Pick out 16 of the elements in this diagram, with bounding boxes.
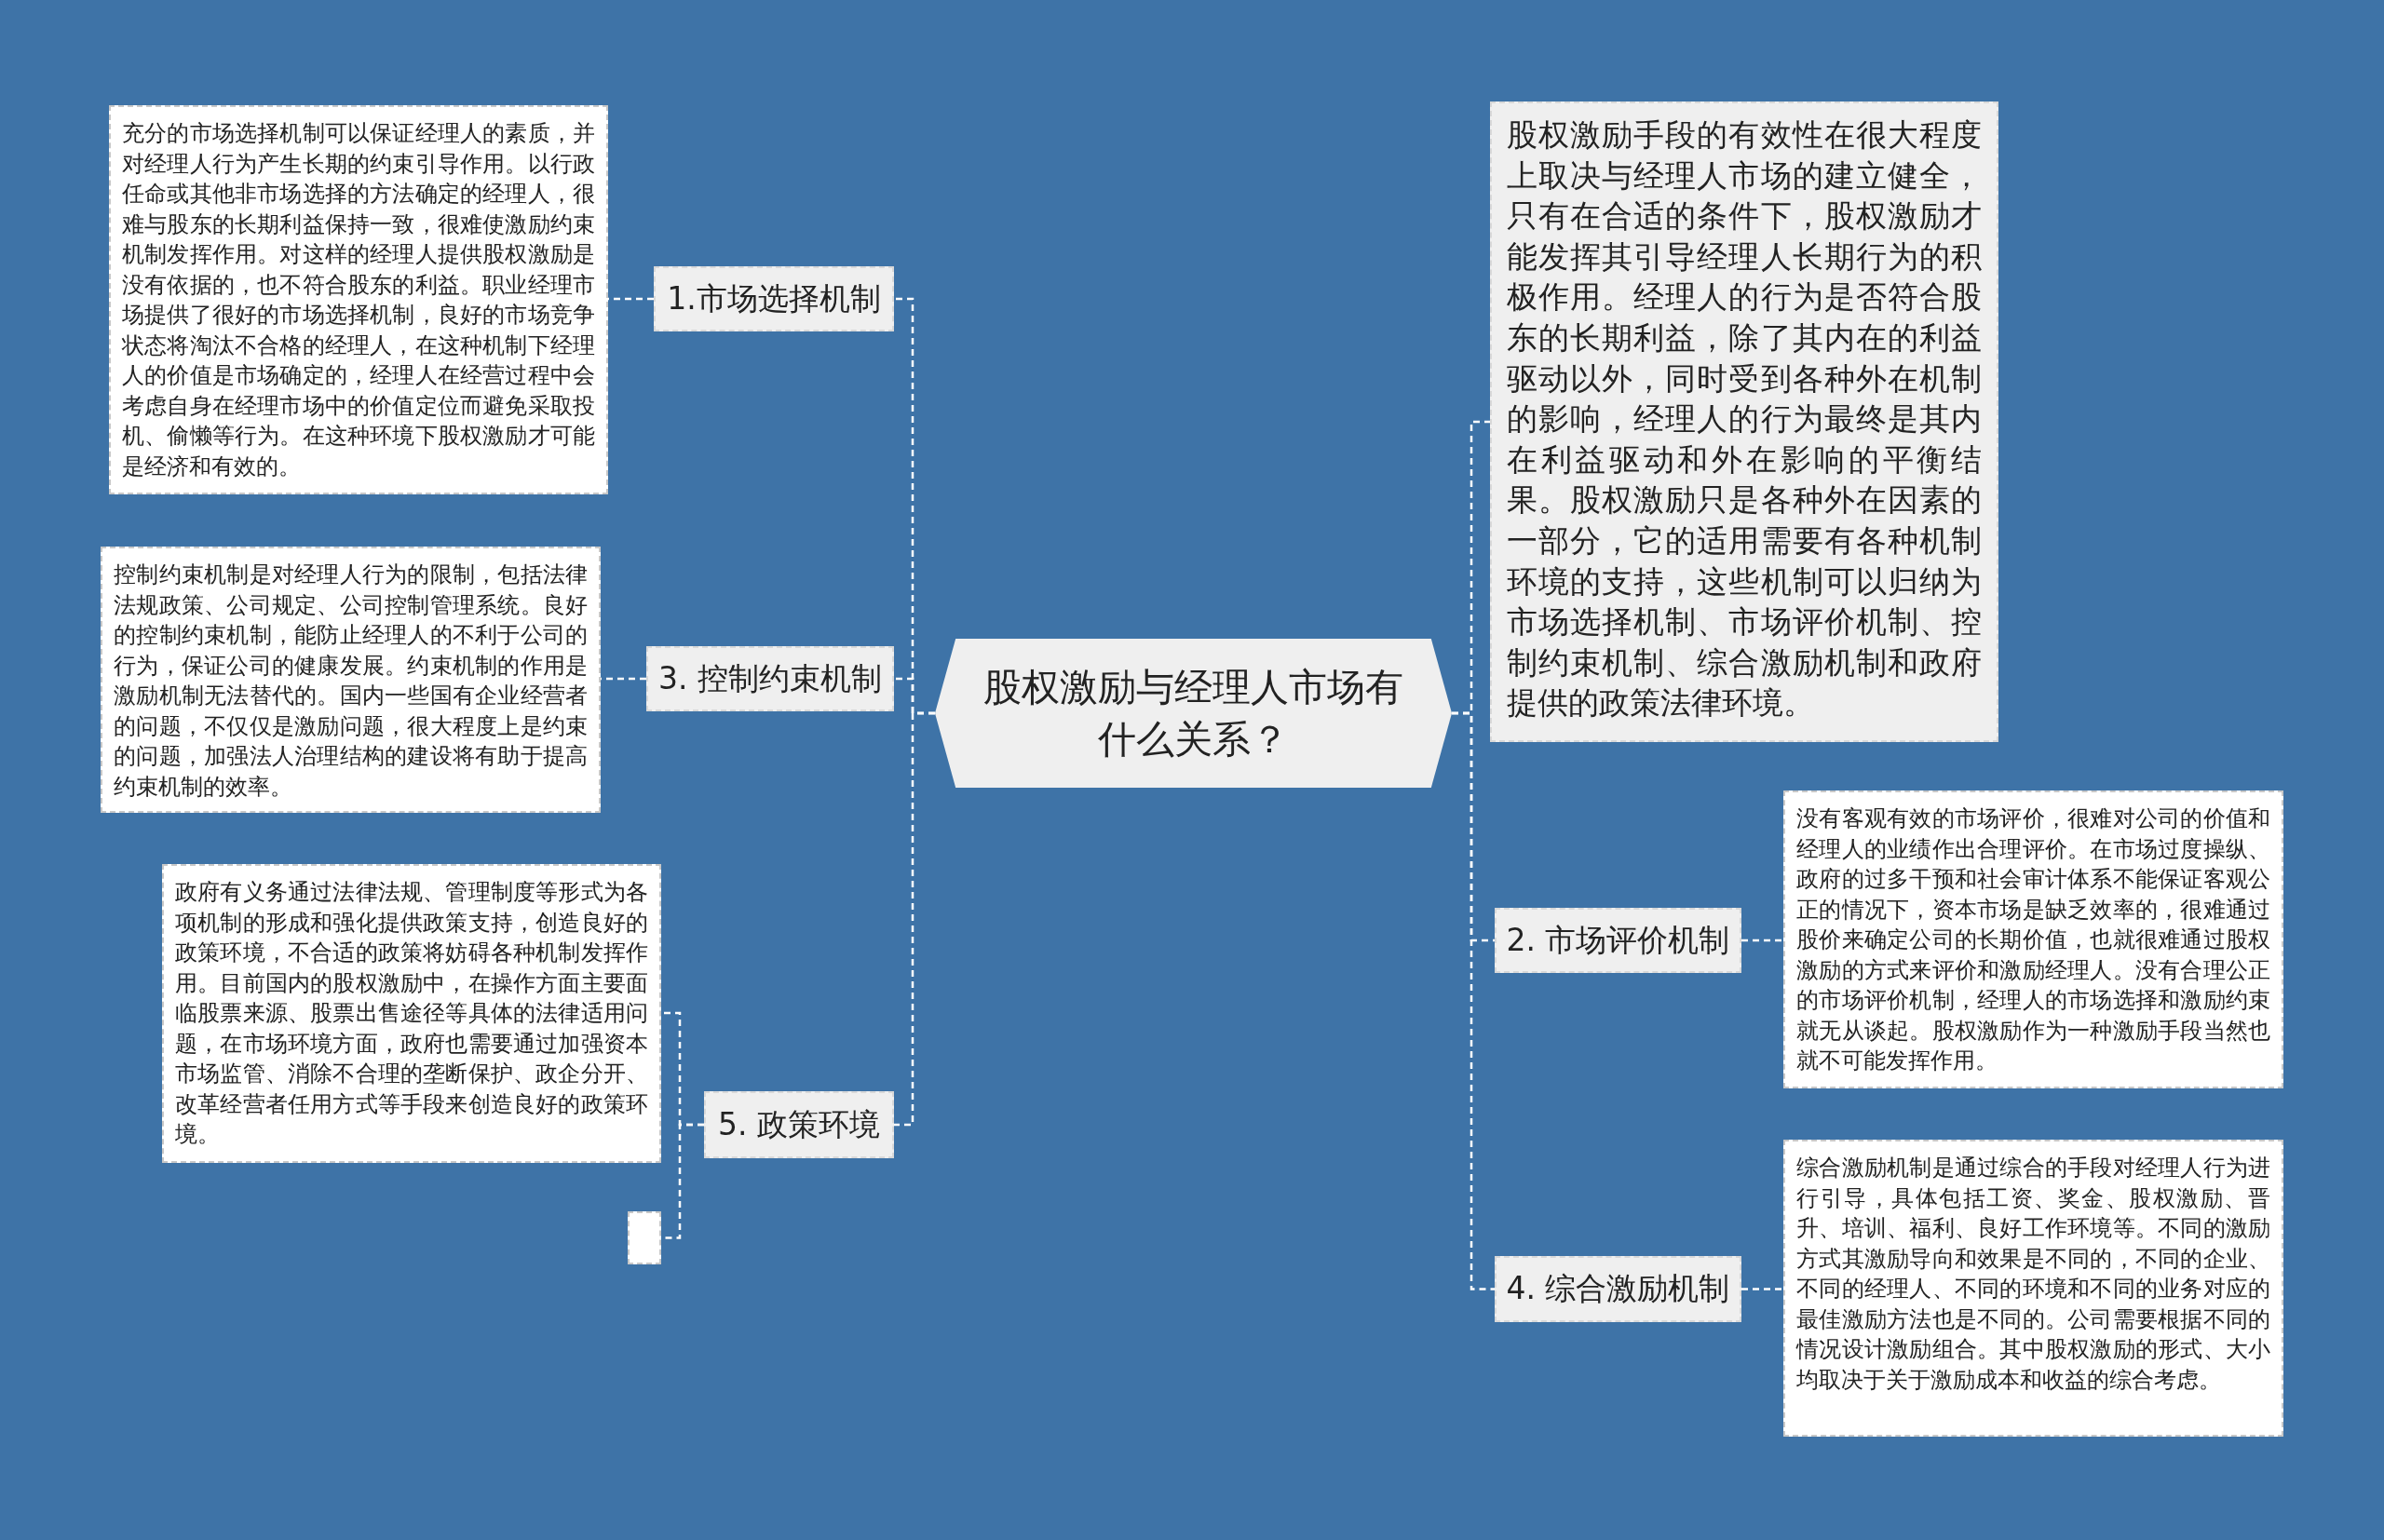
topic-box: 1.市场选择机制 [654,266,894,331]
connector-line [1741,939,1783,942]
topic-box: 3. 控制约束机制 [646,646,894,711]
topic-box: 5. 政策环境 [704,1091,894,1158]
connector-line [1741,1288,1783,1290]
topic-box: 4. 综合激励机制 [1495,1256,1741,1322]
connector-line [894,711,935,1127]
topic-box: 2. 市场评价机制 [1495,908,1741,973]
text-box: 政府有义务通过法律法规、管理制度等形式为各项机制的形成和强化提供政策支持，创造良好的政策环境，不合适的政策将妨碍各种机制发挥作用。目前国内的股权激励中，在操作方面主要面临股票来源、股票出售途径等具体的法律适用问题，在市场环境方面，政府也需要通过加强资本市场监管、消除不合理的垄断保护、政企分开、改革经营者任用方式等手段来创造良好的政策环境。 [162,864,661,1163]
text-box: 股权激励手段的有效性在很大程度上取决与经理人市场的建立健全，只有在合适的条件下，股权激励才能发挥其引导经理人长期行为的积极作用。经理人的行为是否符合股东的长期利益，除了其内在的利益驱动以外，同时受到各种外在机制的影响，经理人的行为最终是其内在利益驱动和外在影响的平衡结果。股权激励只是各种外在因素的一部分，它的适用需要有各种机制环境的支持，这些机制可以归纳为市场选择机制、市场评价机制、控制约束机制、综合激励机制和政府提供的政策法律环境。 [1490,101,1998,742]
text-box: 控制约束机制是对经理人行为的限制，包括法律法规政策、公司规定、公司控制管理系统。良好的控制约束机制，能防止经理人的不利于公司的行为，保证公司的健康发展。约束机制的作用是激励机制无法替代的。国内一些国有企业经营者的问题，不仅仅是激励问题，很大程度上是约束的问题，加强法人治理结构的建设将有助于提高约束机制的效率。 [101,547,601,813]
connector-line [1452,711,1495,1290]
text-box: 综合激励机制是通过综合的手段对经理人行为进行引导，具体包括工资、奖金、股权激励、晋升、培训、福利、良好工作环境等。不同的激励方式其激励导向和效果是不同的，不同的企业、不同的经理人、不同的环境和不同的业务对应的最佳激励方法也是不同的。公司需要根据不同的情况设计激励组合。其中股权激励的形式、大小均取决于关于激励成本和收益的综合考虑。 [1783,1140,2283,1437]
text-box: 没有客观有效的市场评价，很难对公司的价值和经理人的业绩作出合理评价。在市场过度操纵、政府的过多干预和社会审计体系不能保证客观公正的情况下，资本市场是缺乏效率的，很难通过股价来确定公司的长期价值，也就很难通过股权激励的方式来评价和激励经理人。没有合理公正的市场评价机制，经理人的市场选择和激励约束就无从谈起。股权激励作为一种激励手段当然也就不可能发挥作用。 [1783,790,2283,1088]
empty-box [628,1211,661,1264]
text-box: 充分的市场选择机制可以保证经理人的素质，并对经理人行为产生长期的约束引导作用。以行政任命或其他非市场选择的方法确定的经理人，很难与股东的长期利益保持一致，很难使激励约束机制发挥作用。对这样的经理人提供股权激励是没有依据的，也不符合股东的利益。职业经理市场提供了很好的市场选择机制，良好的市场竞争状态将淘汰不合格的经理人，在这种机制下经理人的价值是市场确定的，经理人在经营过程中会考虑自身在经理市场中的价值定位而避免采取投机、偷懒等行为。在这种环境下股权激励才可能是经济和有效的。 [109,105,608,494]
